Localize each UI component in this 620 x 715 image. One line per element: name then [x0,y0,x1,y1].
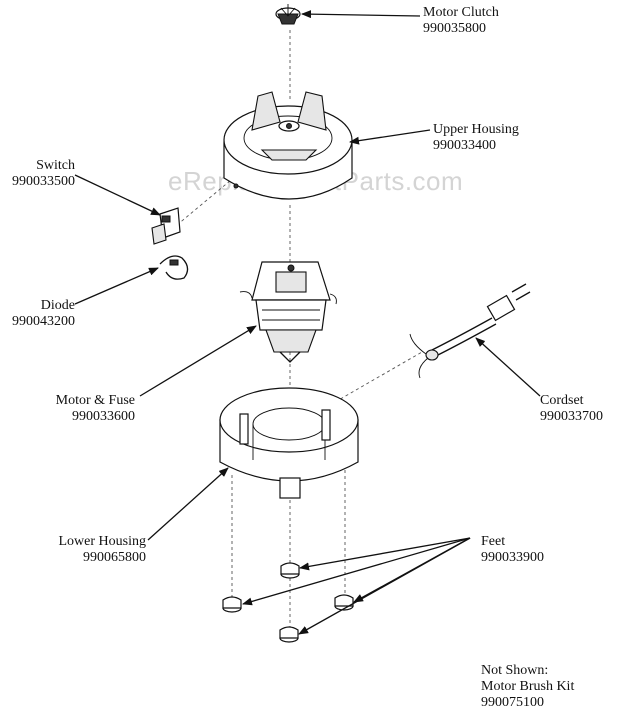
feet-leader-4 [298,537,471,635]
leader-lines [74,10,541,635]
diode-part [159,255,189,280]
not-shown-part-name: Motor Brush Kit [481,679,575,694]
part-number: 990033700 [540,409,603,424]
foot-part-1 [280,562,300,579]
upper-housing-label: Upper Housing 990033400 [433,122,519,154]
part-number: 990033400 [433,138,496,153]
foot-part-2 [222,596,242,613]
feet-leader-2 [242,537,471,606]
cordset-part [409,283,531,379]
diode-leader [74,267,159,305]
part-number: 990035800 [423,21,486,36]
part-name: Motor Clutch [423,5,499,20]
part-number: 990033600 [72,409,135,424]
lower-housing-part [219,387,359,499]
not-shown-part-number: 990075100 [481,695,544,710]
not-shown-note: Not Shown: Motor Brush Kit 990075100 [481,663,574,711]
cordset-label: Cordset 990033700 [540,393,603,425]
part-number: 990033900 [481,550,544,565]
motor-clutch-leader [301,10,421,19]
switch-label: Switch 990033500 [12,158,75,190]
feet-leader-1 [299,537,471,571]
motor-fuse-label: Motor & Fuse 990033600 [56,393,135,425]
not-shown-heading: Not Shown: [481,663,549,678]
upper-housing-part [223,91,353,200]
motor-fuse-leader [139,325,257,397]
cordset-leader [475,337,541,397]
foot-part-4 [279,626,299,643]
foot-part-3 [334,594,354,611]
part-name: Upper Housing [433,122,519,137]
part-name: Motor & Fuse [55,393,135,408]
motor-clutch-label: Motor Clutch 990035800 [423,5,499,37]
feet-label: Feet 990033900 [481,534,544,566]
part-name: Feet [481,534,506,549]
part-name: Switch [36,158,75,173]
part-number: 990065800 [83,550,146,565]
switch-leader [74,174,161,216]
motor-clutch-part [275,4,301,25]
diode-label: Diode 990043200 [12,298,75,330]
upper-housing-leader [349,129,431,145]
part-name: Cordset [540,393,584,408]
part-name: Diode [40,298,75,313]
lower-housing-label: Lower Housing 990065800 [59,534,147,566]
motor-fuse-part [239,261,337,363]
lower-housing-leader [147,467,229,541]
part-number: 990033500 [12,174,75,189]
part-number: 990043200 [12,314,75,329]
part-name: Lower Housing [58,534,147,549]
switch-part [151,207,181,245]
